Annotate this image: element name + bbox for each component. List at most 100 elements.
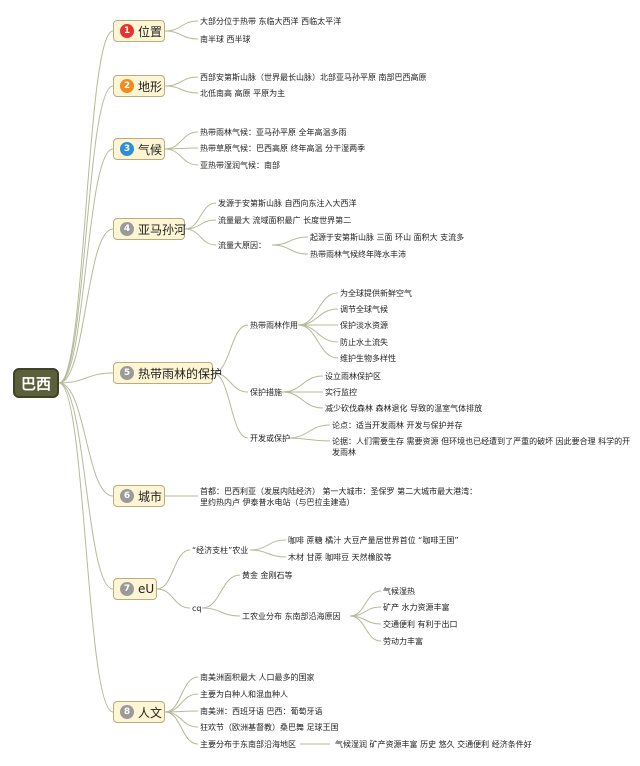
connector-line — [164, 711, 199, 745]
connector-line — [297, 308, 339, 326]
branch-label: 流量大原因： — [218, 241, 266, 250]
cat-label: 亚马孙河 — [138, 222, 187, 237]
connector-line — [156, 588, 191, 609]
branch-label: 开发或保护 — [250, 434, 290, 443]
leaf-text: 矿产 水力资源丰富 — [383, 603, 450, 612]
connector-line — [249, 539, 287, 551]
cat-cities[interactable]: 6 城市 — [113, 485, 165, 507]
connector-line — [212, 324, 249, 374]
number-badge-icon: 7 — [120, 582, 134, 596]
connector-line — [58, 30, 114, 384]
connector-line — [212, 372, 249, 439]
connector-line — [58, 382, 114, 713]
leaf-text: 热带草原气候：巴西高原 终年高温 分干湿两季 — [200, 144, 366, 153]
leaf-text: 流量最大 流域面积最广 长度世界第二 — [218, 216, 352, 225]
cat-culture[interactable]: 8 人文 — [113, 701, 165, 723]
cat-climate[interactable]: 3 气候 — [113, 138, 165, 160]
leaf-text: 北低南高 高原 平原为主 — [200, 89, 286, 98]
leaf-text: 防止水土流失 — [340, 338, 388, 347]
number-badge-icon: 4 — [120, 222, 134, 236]
leaf-text: 咖啡 蔗糖 橘汁 大豆产量居世界首位 “咖啡王国” — [288, 536, 459, 545]
connector-line — [164, 30, 199, 40]
connector-line — [271, 244, 309, 255]
connector-line — [164, 711, 199, 728]
root-node-brazil[interactable]: 巴西 — [13, 368, 59, 398]
connector-line — [164, 76, 199, 87]
connector-line — [271, 236, 309, 246]
connector-line — [349, 615, 382, 642]
connector-line — [184, 228, 217, 246]
connector-line — [201, 574, 241, 609]
cat-terrain[interactable]: 2 地形 — [113, 75, 165, 97]
leaf-text: 气候湿热 — [383, 587, 415, 596]
cat-label: 位置 — [138, 24, 163, 39]
leaf-text: 为全球提供新鲜空气 — [340, 289, 412, 298]
connector-line — [287, 424, 331, 439]
connector-line — [58, 372, 114, 384]
number-badge-icon: 6 — [120, 489, 134, 503]
cat-label: 城市 — [138, 489, 163, 504]
leaf-text: 保护淡水资源 — [340, 321, 388, 330]
connector-line — [349, 590, 382, 617]
leaf-text: 木材 甘蔗 咖啡豆 天然橡胶等 — [288, 553, 392, 562]
leaf-text: 狂欢节（欧洲基督教）桑巴舞 足球王国 — [200, 723, 339, 732]
connector-line — [297, 324, 339, 343]
cat-label: 热带雨林的保护 — [138, 366, 223, 381]
leaf-text: 首都：巴西利亚（发展内陆经济） 第一大城市：圣保罗 第二大城市最大港湾：里约热内… — [200, 487, 478, 507]
connector-line — [287, 437, 331, 442]
leaf-text: 论据：人们需要生存 需要资源 但环境也已经遭到了严重的破坏 因此要合理 科学的开… — [332, 437, 631, 457]
cat-amazon-river[interactable]: 4 亚马孙河 — [113, 218, 187, 240]
connector-line — [184, 219, 217, 230]
cat-rainforest[interactable]: 5 热带雨林的保护 — [113, 362, 222, 384]
connector-line — [164, 131, 199, 150]
connector-line — [156, 549, 191, 590]
connector-line — [212, 372, 249, 393]
cat-label: 人文 — [138, 705, 163, 720]
connector-line — [281, 375, 324, 393]
leaf-text: 维护生物多样性 — [340, 354, 396, 363]
connector-line — [58, 228, 114, 384]
connector-line — [164, 85, 199, 94]
cat-label: eU — [138, 582, 155, 596]
connector-line — [58, 85, 114, 384]
leaf-text: 实行监控 — [325, 388, 357, 397]
leaf-text: 设立雨林保护区 — [325, 372, 381, 381]
connector-line — [249, 549, 287, 558]
leaf-text: 论点：适当开发雨林 开发与保护并存 — [332, 421, 463, 430]
leaf-text: 主要分布于东南部沿海地区 — [200, 740, 296, 749]
cat-label: 地形 — [138, 79, 163, 94]
branch-label: 保护措施 — [250, 388, 282, 397]
leaf-text: 西部安第斯山脉（世界最长山脉）北部亚马孙平原 南部巴西高原 — [200, 73, 427, 82]
leaf-text: 热带雨林气候终年降水丰沛 — [310, 250, 406, 259]
leaf-text: 黄金 金刚石等 — [242, 571, 293, 580]
cat-label: 气候 — [138, 142, 163, 157]
leaf-text: 热带雨林气候：亚马孙平原 全年高温多雨 — [200, 128, 347, 137]
branch-label: 工农业分布 东南部沿海原因 — [242, 612, 341, 621]
connector-line — [297, 324, 339, 359]
leaf-text: 南美洲面积最大 人口最多的国家 — [200, 673, 315, 682]
leaf-text: 主要为白种人和混血种人 — [200, 690, 288, 699]
connector-line — [164, 676, 199, 713]
leaf-text: 南半球 西半球 — [200, 35, 251, 44]
connector-line — [58, 382, 114, 497]
connector-line — [164, 148, 199, 166]
connector-line — [58, 382, 114, 590]
branch-label: “经济支柱”农业 — [192, 546, 249, 555]
connector-line — [164, 693, 199, 713]
branch-label: 热带雨林作用 — [250, 321, 298, 330]
number-badge-icon: 1 — [120, 24, 134, 38]
connector-line — [281, 391, 324, 409]
cat-location[interactable]: 1 位置 — [113, 20, 165, 42]
leaf-text: 劳动力丰富 — [383, 637, 423, 646]
leaf-text: 气候湿润 矿产资源丰富 历史 悠久 交通便利 经济条件好 — [335, 740, 532, 749]
number-badge-icon: 2 — [120, 79, 134, 93]
cat-economy[interactable]: 7 eU — [113, 578, 157, 600]
leaf-text: 调节全球气候 — [340, 305, 388, 314]
connector-line — [164, 20, 199, 32]
leaf-text: 亚热带湿润气候：南部 — [200, 161, 280, 170]
number-badge-icon: 5 — [120, 366, 134, 380]
connector-line — [201, 607, 241, 617]
leaf-text: 南美洲：西班牙语 巴西：葡萄牙语 — [200, 707, 323, 716]
connector-line — [58, 148, 114, 384]
